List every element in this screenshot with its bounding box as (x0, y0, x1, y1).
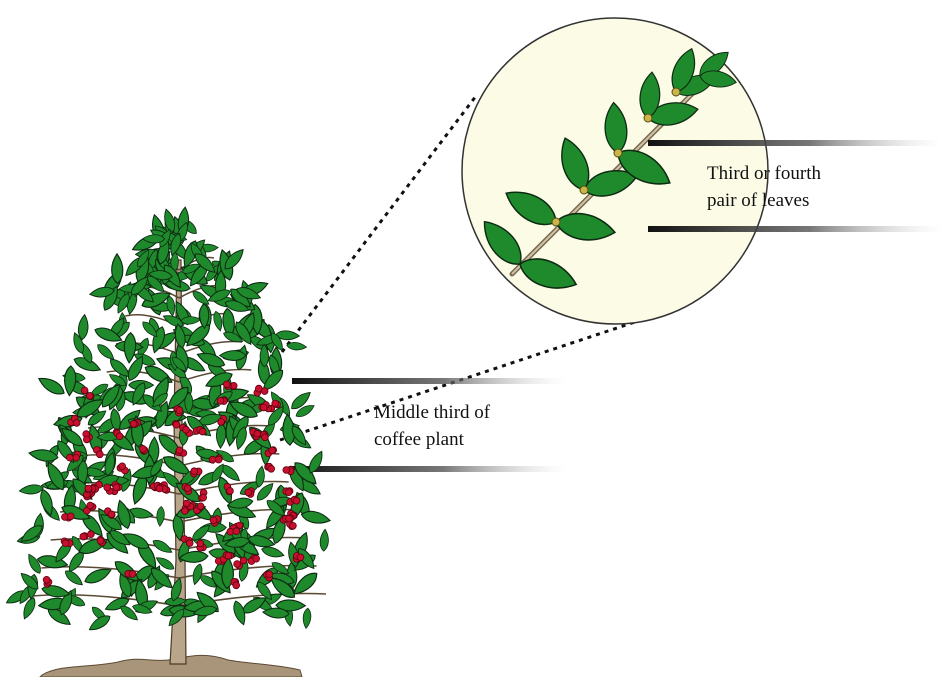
plant-leaf (19, 484, 44, 496)
coffee-plant (4, 207, 331, 664)
coffee-berry (119, 463, 126, 470)
coffee-berry (181, 508, 188, 515)
coffee-berry (66, 454, 73, 461)
coffee-berry (266, 571, 273, 578)
coffee-berry (283, 467, 290, 474)
leaf-node (644, 114, 652, 122)
coffee-berry (173, 421, 180, 428)
coffee-berry (186, 540, 193, 547)
coffee-berry (293, 497, 300, 504)
coffee-berry (116, 433, 123, 440)
coffee-berry (97, 537, 104, 544)
coffee-berry (62, 540, 69, 547)
coffee-berry (130, 421, 137, 428)
coffee-berry (86, 393, 93, 400)
coffee-berry (286, 515, 293, 522)
coffee-berry (262, 434, 269, 441)
coffee-berry (269, 447, 276, 454)
coffee-berry (297, 554, 304, 561)
coffee-berry (233, 528, 240, 535)
plant-leaf (286, 342, 306, 351)
plant-label-line2: coffee plant (374, 429, 465, 450)
plant-leaf (220, 351, 246, 361)
coffee-berry (218, 419, 225, 426)
coffee-berry (85, 485, 92, 492)
coffee-berry (290, 522, 297, 529)
leaf-node (552, 218, 560, 226)
branch-label-line1: Third or fourth (707, 163, 821, 184)
coffee-berry (227, 488, 234, 495)
coffee-berry (245, 489, 252, 496)
plant-label: Middle third of coffee plant (374, 402, 491, 450)
coffee-berry (129, 571, 136, 578)
plant-pointer-bottom (292, 466, 567, 472)
coffee-berry (209, 456, 216, 463)
coffee-berry (96, 451, 103, 458)
plant-leaf (302, 608, 311, 629)
leaf-node (580, 186, 588, 194)
leaf-node (614, 149, 622, 157)
coffee-berry (113, 484, 120, 491)
coffee-berry (156, 485, 163, 492)
coffee-berry (233, 582, 240, 589)
coffee-berry (87, 502, 94, 509)
coffee-berry (73, 420, 80, 427)
plant-leaf (63, 568, 85, 588)
plant-leaf (216, 423, 227, 448)
branch-pointer-top (648, 140, 942, 146)
coffee-berry (210, 517, 217, 524)
plant-leaf (151, 537, 174, 555)
coffee-berry (225, 552, 232, 559)
coffee-berry (255, 385, 262, 392)
leaf-node (672, 88, 680, 96)
coffee-berry (254, 430, 261, 437)
coffee-berry (104, 484, 111, 491)
coffee-berry (81, 387, 88, 394)
branch-pointer-bottom (648, 226, 942, 232)
coffee-berry (184, 485, 191, 492)
coffee-berry (140, 446, 147, 453)
plant-foliage (4, 207, 331, 634)
coffee-berry (199, 428, 206, 435)
coffee-berry (272, 400, 279, 407)
plant-leaf (36, 374, 67, 398)
coffee-berry (197, 503, 204, 510)
coffee-berry (43, 576, 50, 583)
coffee-berry (217, 398, 224, 405)
coffee-berry (223, 381, 230, 388)
coffee-berry (240, 557, 247, 564)
coffee-berry (191, 468, 198, 475)
branch-label-line2: pair of leaves (707, 190, 809, 211)
coffee-berry (108, 511, 115, 518)
coffee-berry (83, 436, 90, 443)
coffee-berry (176, 407, 183, 414)
coffee-berry (176, 447, 183, 454)
coffee-berry (88, 531, 95, 538)
plant-pointer-top (292, 378, 567, 384)
coffee-berry (200, 494, 207, 501)
coffee-berry (260, 404, 267, 411)
plant-leaf (156, 506, 165, 526)
coffee-berry (73, 454, 80, 461)
coffee-berry (80, 533, 87, 540)
coffee-berry (234, 561, 241, 568)
coffee-berry (183, 426, 190, 433)
coffee-berry (285, 489, 292, 496)
plant-label-line1: Middle third of (374, 402, 491, 423)
coffee-berry (197, 540, 204, 547)
coffee-berry (253, 555, 260, 562)
coffee-berry (183, 500, 190, 507)
coffee-berry (268, 465, 275, 472)
plant-leaf (320, 529, 330, 551)
plant-leaf (123, 332, 136, 363)
coffee-berry (67, 513, 74, 520)
